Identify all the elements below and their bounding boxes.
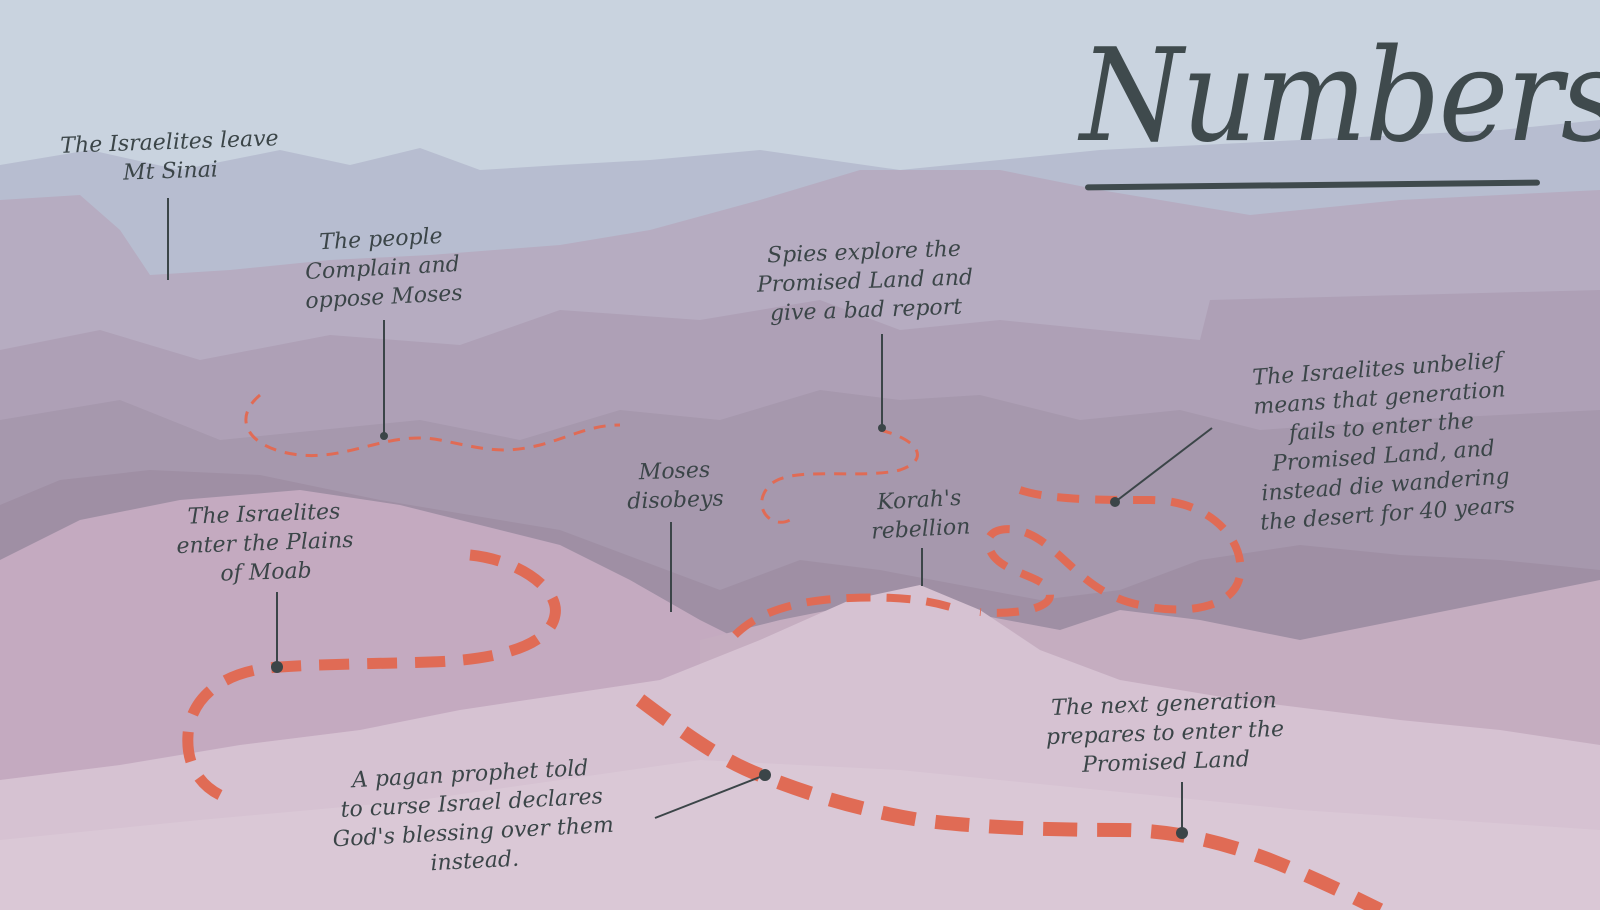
journey-path xyxy=(182,393,1384,910)
label-korah: Korah's rebellion xyxy=(839,482,1002,548)
path-segment-korah xyxy=(732,593,962,638)
marker-balaam xyxy=(759,769,771,781)
label-unbelief: The Israelites unbelief means that gener… xyxy=(1199,343,1565,541)
page-title: Numbers xyxy=(1080,22,1600,171)
label-balaam: A pagan prophet told to curse Israel dec… xyxy=(297,751,648,885)
leader-unbelief xyxy=(1114,427,1213,503)
path-segment-spies xyxy=(760,428,919,524)
marker-complain xyxy=(380,432,388,440)
marker-unbelief xyxy=(1110,497,1120,507)
label-leave-sinai: The Israelites leave Mt Sinai xyxy=(29,123,311,191)
path-segment-wilderness-upper xyxy=(244,393,621,458)
marker-moab xyxy=(271,661,283,673)
label-complain: The people Complain and oppose Moses xyxy=(278,220,487,318)
leader-lines xyxy=(167,198,1213,833)
label-spies: Spies explore the Promised Land and give… xyxy=(724,233,1007,330)
label-next-generation: The next generation prepares to enter th… xyxy=(1009,685,1322,783)
marker-spies xyxy=(878,424,886,432)
label-line: disobeys xyxy=(626,486,725,515)
event-markers xyxy=(271,424,1188,839)
marker-next-generation xyxy=(1176,827,1188,839)
foreground-shadow xyxy=(0,760,1600,910)
label-moab: The Israelites enter the Plains of Moab xyxy=(149,496,382,591)
leader-balaam xyxy=(654,774,766,819)
label-moses-disobeys: Moses disobeys xyxy=(604,455,746,518)
path-segment-moab xyxy=(182,549,561,800)
path-segment-final xyxy=(635,694,1384,910)
